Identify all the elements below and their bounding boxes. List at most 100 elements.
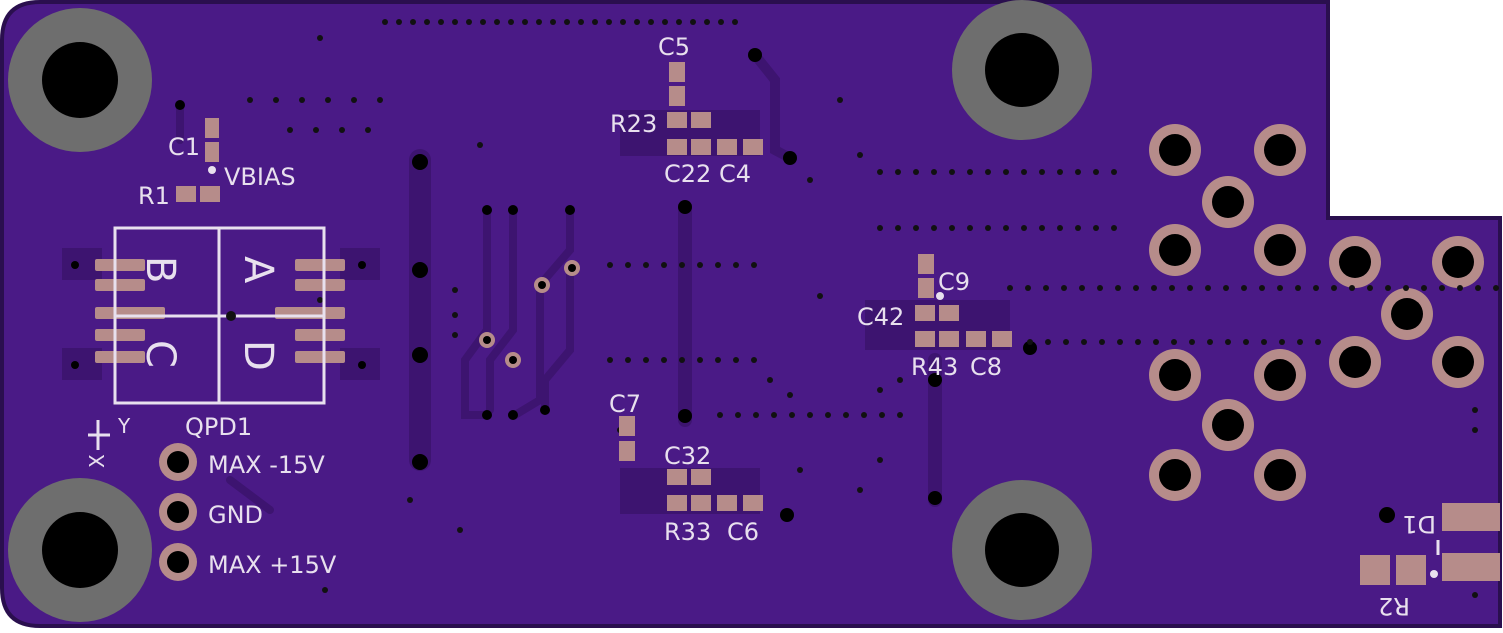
via-dot bbox=[522, 19, 528, 25]
via-dot bbox=[1205, 285, 1211, 291]
via-dot bbox=[807, 177, 813, 183]
label-quad-d: D bbox=[235, 340, 281, 371]
label-c7: C7 bbox=[609, 390, 641, 418]
via-dot bbox=[1472, 407, 1478, 413]
via-dot bbox=[643, 357, 649, 363]
via-dot bbox=[817, 293, 823, 299]
via-dot bbox=[1225, 339, 1231, 345]
via-dot bbox=[767, 377, 773, 383]
via-dot bbox=[1241, 285, 1247, 291]
via-dot bbox=[877, 387, 883, 393]
label-c4: C4 bbox=[719, 160, 751, 188]
via-dot bbox=[837, 97, 843, 103]
via-dot bbox=[1081, 339, 1087, 345]
via-dot bbox=[825, 412, 831, 418]
via-dot bbox=[1093, 225, 1099, 231]
via-dot bbox=[1003, 169, 1009, 175]
via-dot bbox=[895, 225, 901, 231]
via-dot bbox=[949, 169, 955, 175]
via-dot bbox=[410, 19, 416, 25]
via-dot bbox=[1039, 225, 1045, 231]
via-dot bbox=[1097, 285, 1103, 291]
via-dot bbox=[1189, 339, 1195, 345]
via-dot bbox=[648, 19, 654, 25]
via-dot bbox=[857, 487, 863, 493]
d1-dot bbox=[1430, 570, 1438, 578]
via-dot bbox=[1135, 339, 1141, 345]
via-dot bbox=[536, 19, 542, 25]
via-dot bbox=[247, 97, 253, 103]
via-dot bbox=[1111, 225, 1117, 231]
via-dot bbox=[1133, 285, 1139, 291]
via-dot bbox=[679, 357, 685, 363]
via-dot bbox=[1315, 339, 1321, 345]
via-dot bbox=[897, 377, 903, 383]
via-dot bbox=[438, 19, 444, 25]
via-dot bbox=[1277, 285, 1283, 291]
via-dot bbox=[1403, 285, 1409, 291]
via-dot bbox=[508, 19, 514, 25]
via-dot bbox=[1313, 285, 1319, 291]
via-dot bbox=[634, 19, 640, 25]
via-dot bbox=[1243, 339, 1249, 345]
via-dot bbox=[967, 225, 973, 231]
via-dot bbox=[1003, 225, 1009, 231]
via-dot bbox=[931, 225, 937, 231]
label-max-neg: MAX -15V bbox=[208, 451, 325, 479]
via-dot bbox=[339, 127, 345, 133]
via-dot bbox=[1295, 285, 1301, 291]
via-dot bbox=[625, 262, 631, 268]
label-r33: R33 bbox=[664, 518, 711, 546]
via-dot bbox=[1261, 339, 1267, 345]
qpd1-center-via bbox=[226, 311, 236, 321]
label-d1: D1 bbox=[1402, 510, 1436, 538]
via-dot bbox=[317, 297, 323, 303]
via-dot bbox=[967, 169, 973, 175]
label-vbias: VBIAS bbox=[224, 163, 296, 191]
via-dot bbox=[877, 225, 883, 231]
via-dot bbox=[607, 262, 613, 268]
label-c9: C9 bbox=[938, 268, 970, 296]
via-dot bbox=[1021, 169, 1027, 175]
via-dot bbox=[690, 19, 696, 25]
label-qpd1: QPD1 bbox=[185, 413, 252, 441]
via-dot bbox=[620, 19, 626, 25]
via-dot bbox=[1259, 285, 1265, 291]
via-dot bbox=[913, 169, 919, 175]
via-dot bbox=[732, 19, 738, 25]
via-dot bbox=[733, 357, 739, 363]
via-dot bbox=[1187, 285, 1193, 291]
via-dot bbox=[1151, 285, 1157, 291]
via-dot bbox=[1007, 285, 1013, 291]
via-dot bbox=[424, 19, 430, 25]
via-dot bbox=[592, 19, 598, 25]
via-dot bbox=[1057, 225, 1063, 231]
label-r1: R1 bbox=[138, 182, 170, 210]
via-dot bbox=[477, 142, 483, 148]
via-dot bbox=[787, 392, 793, 398]
silkscreen-labels: C5 R23 C1 VBIAS R1 C22 C4 C9 C42 R43 C8 … bbox=[85, 33, 1436, 620]
label-c1: C1 bbox=[168, 133, 200, 161]
label-gnd: GND bbox=[208, 501, 263, 529]
via-dot bbox=[1043, 285, 1049, 291]
via-dot bbox=[351, 97, 357, 103]
via-dot bbox=[1331, 285, 1337, 291]
traces bbox=[62, 50, 1010, 514]
via-dot bbox=[1223, 285, 1229, 291]
via-dot bbox=[1385, 285, 1391, 291]
via-dot bbox=[1063, 339, 1069, 345]
qpd1-outline bbox=[88, 226, 326, 450]
via-dot bbox=[1421, 285, 1427, 291]
via-dot bbox=[879, 412, 885, 418]
via-dot bbox=[325, 97, 331, 103]
via-dot bbox=[1297, 339, 1303, 345]
via-dot bbox=[1025, 285, 1031, 291]
via-dot bbox=[1207, 339, 1213, 345]
via-dot bbox=[697, 357, 703, 363]
via-dot bbox=[877, 169, 883, 175]
via-dot bbox=[715, 262, 721, 268]
via-dot bbox=[1457, 285, 1463, 291]
via-dot bbox=[1472, 592, 1478, 598]
